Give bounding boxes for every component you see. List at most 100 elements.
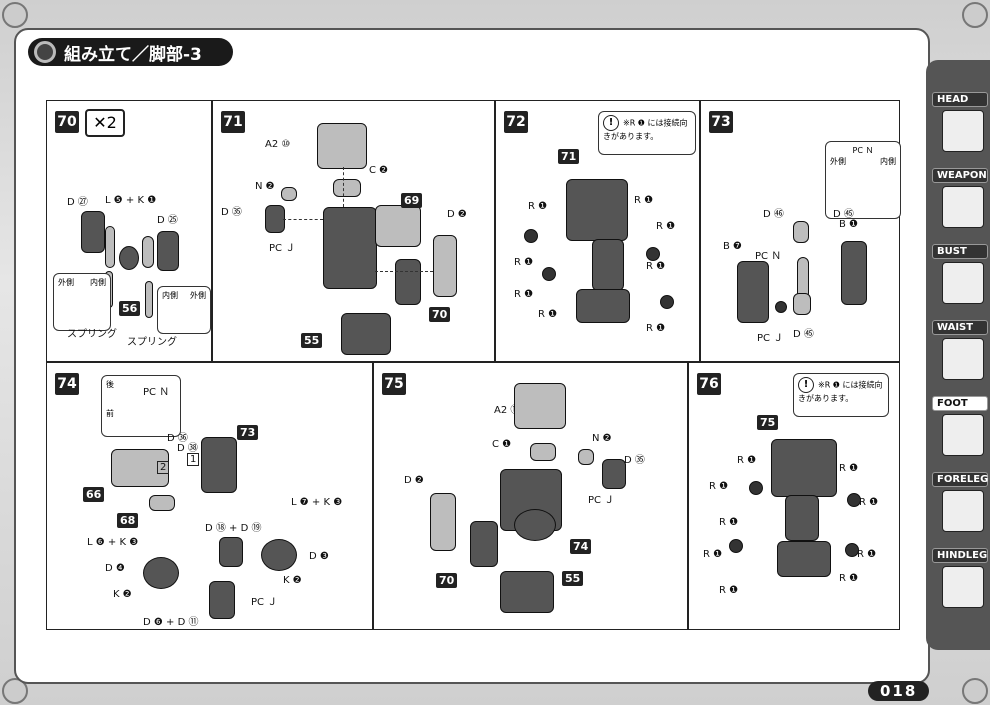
part-label: D ❻ + D ⑪ xyxy=(143,617,199,628)
spring-drawing xyxy=(145,281,153,318)
tab-label: HINDLEG xyxy=(932,548,988,563)
r1-cap-drawing xyxy=(847,493,861,507)
part-label: N ❷ xyxy=(592,433,612,444)
part-drawing xyxy=(514,383,566,429)
part-drawing xyxy=(317,123,367,169)
r1-cap-drawing xyxy=(749,481,763,495)
part-label: K ❷ xyxy=(113,589,132,600)
part-number-tag: 70 xyxy=(429,307,451,322)
corner-bolt-icon xyxy=(2,2,28,28)
part-drawing xyxy=(430,493,456,551)
sidebar-tab-waist[interactable]: WAIST xyxy=(932,320,988,380)
part-label: R ❶ xyxy=(839,463,859,474)
assembly-guide-line xyxy=(375,271,433,272)
part-label: R ❶ xyxy=(514,257,534,268)
sidebar-tab-foreleg[interactable]: FORELEG xyxy=(932,472,988,532)
corner-bolt-icon xyxy=(962,2,988,28)
part-label: R ❶ xyxy=(646,323,666,334)
callout-number: 1 xyxy=(187,453,200,466)
part-drawing xyxy=(281,187,297,201)
part-label: PC Ｊ xyxy=(269,243,296,254)
part-label: D ㊺ xyxy=(833,209,854,220)
part-label: PC Ｊ xyxy=(251,597,278,608)
part-label: D ㊱ xyxy=(167,433,188,444)
part-drawing xyxy=(157,231,179,271)
leg-assembly-drawing xyxy=(323,207,377,289)
leg-assembly-drawing xyxy=(566,179,628,241)
direction-label: 後 xyxy=(106,380,114,389)
callout-number: 2 xyxy=(157,461,170,474)
tab-label: FOOT xyxy=(932,396,988,411)
part-drawing xyxy=(785,495,819,541)
sidebar-tab-foot[interactable]: FOOT xyxy=(932,396,988,456)
part-drawing xyxy=(793,293,811,315)
sidebar-tab-weapon[interactable]: WEAPON xyxy=(932,168,988,228)
part-label: D ㊻ xyxy=(763,209,784,220)
caution-note: !※R ❶ には接続向きがあります。 xyxy=(598,111,696,155)
side-label: 外側 xyxy=(830,157,846,166)
tab-label: WAIST xyxy=(932,320,988,335)
part-drawing xyxy=(514,509,556,541)
orientation-box: 外側 内側 xyxy=(53,273,111,331)
part-label: R ❶ xyxy=(839,573,859,584)
part-drawing xyxy=(209,581,235,619)
part-label: R ❶ xyxy=(703,549,723,560)
part-label: D ㉟ xyxy=(221,207,242,218)
section-title-bar: 組み立て／脚部-3 xyxy=(28,38,233,66)
r1-cap-drawing xyxy=(542,267,556,281)
part-label: D ❸ xyxy=(309,551,329,562)
step-number: 71 xyxy=(221,111,245,133)
tab-label: HEAD xyxy=(932,92,988,107)
part-drawing xyxy=(119,246,139,270)
part-drawing xyxy=(737,261,769,323)
head-icon xyxy=(942,110,984,152)
part-label: R ❶ xyxy=(859,497,879,508)
r1-cap-drawing xyxy=(660,295,674,309)
foot-drawing xyxy=(576,289,630,323)
part-label: PC Ｊ xyxy=(588,495,615,506)
part-number-tag: 55 xyxy=(301,333,323,348)
foot-drawing xyxy=(500,571,554,613)
sidebar-tab-bust[interactable]: BUST xyxy=(932,244,988,304)
step-number: 74 xyxy=(55,373,79,395)
part-drawing xyxy=(105,226,115,268)
r1-cap-drawing xyxy=(646,247,660,261)
part-label: R ❶ xyxy=(656,221,676,232)
part-label: N ❷ xyxy=(255,181,275,192)
leg-assembly-drawing xyxy=(771,439,837,497)
sidebar-tab-head[interactable]: HEAD xyxy=(932,92,988,152)
gear-icon xyxy=(34,41,56,63)
part-number-tag: 56 xyxy=(119,301,141,316)
sidebar-tab-hindleg[interactable]: HINDLEG xyxy=(932,548,988,608)
part-drawing xyxy=(81,211,105,253)
part-label: PC Ｎ xyxy=(852,146,874,155)
part-label: A2 ⑪ xyxy=(494,405,521,416)
part-number-tag: 66 xyxy=(83,487,105,502)
part-label: スプリング xyxy=(127,337,177,348)
step-74-panel: 74 後 前 PC Ｎ D ㊱ D ㊳ 73 2 1 66 68 D ⑱ + D… xyxy=(46,362,373,630)
caution-text: ※R ❶ には接続向きがあります。 xyxy=(798,380,883,404)
part-number-tag: 55 xyxy=(562,571,584,586)
side-label: 外側 xyxy=(58,278,74,287)
part-label: D ㉟ xyxy=(624,455,645,466)
part-drawing xyxy=(841,241,867,305)
step-71-panel: 71 A2 ⑩ C ❷ N ❷ D ㉟ PC Ｊ 69 D ❷ 70 55 xyxy=(212,100,495,362)
direction-label: 前 xyxy=(106,409,114,418)
part-label: スプリング xyxy=(67,329,117,340)
r1-cap-drawing xyxy=(845,543,859,557)
exclamation-icon: ! xyxy=(798,377,814,393)
part-label: L ❺ + K ❶ xyxy=(105,195,157,206)
foot-icon xyxy=(942,414,984,456)
orientation-box: 内側 外側 xyxy=(157,286,211,334)
part-label: R ❶ xyxy=(528,201,548,212)
part-drawing xyxy=(775,301,787,313)
part-label: R ❶ xyxy=(719,517,739,528)
part-drawing xyxy=(793,221,809,243)
part-drawing xyxy=(375,205,421,247)
step-number: 72 xyxy=(504,111,528,133)
part-number-tag: 73 xyxy=(237,425,259,440)
side-label: 内側 xyxy=(90,278,106,287)
part-label: D ㉕ xyxy=(157,215,178,226)
part-drawing xyxy=(143,557,179,589)
part-label: R ❶ xyxy=(646,261,666,272)
